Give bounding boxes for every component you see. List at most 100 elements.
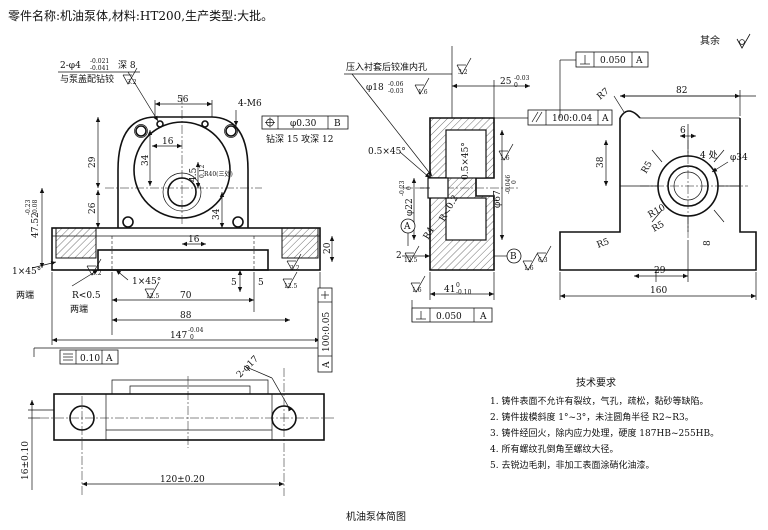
figure-caption: 机油泵体简图 (346, 510, 406, 523)
requirement-3: 3. 铸件经回火，除内应力处理，硬度 187HB~255HB。 (490, 427, 719, 439)
dim-4-5: 4.5 (189, 167, 199, 182)
dim-38: 38 (596, 156, 606, 168)
dim-56: 56 (177, 95, 189, 105)
dim-20: 20 (323, 242, 333, 254)
dim-5-b: 5 (258, 278, 264, 288)
both-ends-2: 两端 (70, 303, 88, 315)
ra-boss-value: 3.2 (290, 265, 300, 272)
position-tol-value: φ0.30 (290, 119, 317, 129)
surface-note: 其余 (700, 34, 720, 47)
perp-section-value: 0.050 (436, 312, 462, 322)
dim-2: 2 (396, 251, 402, 261)
holes-2-phi17: 2-φ17 (235, 354, 261, 380)
bore-22-up: -0.23 (399, 180, 406, 196)
bore-22: φ22 (405, 198, 415, 216)
dim-41: 41 (444, 285, 455, 295)
ra-base-right-value: 12.5 (284, 283, 298, 290)
dim-5-a: 5 (231, 278, 237, 288)
pin-hole-tol-up: -0.021 (90, 58, 109, 65)
perp-value: 100:0.05 (322, 311, 332, 352)
dim-147-tol-up: -0.04 (188, 327, 204, 334)
dim-82: 82 (676, 86, 687, 96)
dim-70: 70 (180, 291, 192, 301)
r7: R7 (596, 86, 612, 102)
dim-47-52-tol-dn: -0.08 (32, 199, 39, 215)
dim-29-side: 29 (654, 266, 666, 276)
bore-67: φ67 (493, 190, 503, 208)
ra-pin-value: 3.2 (127, 79, 137, 86)
position-tol-datum: B (334, 119, 341, 129)
perp-section-datum: A (479, 312, 487, 322)
requirements-title: 技术要求 (576, 376, 616, 389)
perp-datum: A (322, 361, 332, 369)
flatness-datum: A (105, 354, 113, 364)
four-places: 4 处 (700, 149, 718, 161)
datum-b-marker (494, 248, 522, 264)
dim-47-52: 47.52 (31, 212, 41, 238)
ra-right-value: 1.6 (524, 265, 534, 272)
phi-34: φ34 (730, 153, 748, 163)
pin-hole-tol-dn: -0.041 (90, 65, 109, 72)
perpendicularity-frame-vertical (317, 287, 333, 373)
section-view: 压入衬套后铰准内孔 φ18 -0.06 -0.03 1.6 3.2 25 -0.… (344, 46, 613, 323)
perp-side-value: 0.050 (600, 56, 626, 66)
side-view: 0.050 A R7 82 6 4 处 38 R5 φ34 R10 R5 R5 … (536, 51, 757, 300)
dim-25: 25 (500, 77, 512, 87)
requirement-5: 5. 去锐边毛刺，非加工表面涂硝化油漆。 (490, 459, 654, 471)
flatness-tolerance-frame (33, 347, 320, 365)
chamfer-b: 0.5×45° (461, 142, 471, 180)
dim-29: 29 (88, 156, 98, 168)
r5-a: R5 (640, 159, 655, 175)
flatness-value: 0.10 (80, 354, 100, 364)
m6-depth-note: 钻深 15 攻深 12 (266, 133, 334, 145)
dim-25-dn: 0 (514, 82, 518, 89)
requirement-2: 2. 铸件拔模斜度 1°~3°，未注圆角半径 R2~R3。 (490, 411, 694, 423)
m6-note: 4-M6 (238, 99, 262, 109)
chamfer-right: 1×45° (132, 277, 161, 287)
ra-side-value: 6.3 (538, 257, 548, 264)
both-ends-1: 两端 (16, 289, 34, 301)
bore-22-dn: 0 (406, 186, 413, 190)
dim-88: 88 (180, 311, 192, 321)
r40-note: R40(三处) (204, 170, 233, 178)
dim-26: 26 (88, 202, 98, 214)
front-view: 56 16 29 26 47.52 -0.23 -0.08 34 4.5 0.1… (12, 58, 349, 373)
dim-16-top: 16 (162, 137, 174, 147)
dim-41-dn: -0.10 (456, 289, 472, 296)
parallelism-value: 100:0.04 (552, 114, 593, 124)
dim-16-pm: 16±0.10 (21, 441, 31, 480)
dim-147: 147 (170, 331, 187, 341)
ra-base-mid-value: 12.5 (146, 293, 160, 300)
depth-8-note: 深 8 (118, 60, 136, 71)
parallelism-frame (494, 109, 613, 126)
r05-note: R<0.5 (72, 291, 101, 301)
ra-face-value: 1.6 (412, 287, 422, 294)
rest-roughness-symbol (736, 33, 751, 49)
perp-side-datum: A (635, 56, 643, 66)
ra-base-left-value: 3.2 (92, 270, 102, 277)
datum-b-label: B (510, 252, 517, 262)
chamfer-a: 0.5×45° (368, 147, 406, 157)
position-tolerance-frame (261, 115, 349, 130)
parallelism-datum: A (601, 114, 609, 124)
dim-147-tol-dn: 0 (190, 334, 194, 341)
perpendicularity-frame-side (559, 51, 649, 118)
ra-bore-18-value: 1.6 (418, 89, 428, 96)
dim-16-bottom: 16 (188, 235, 200, 245)
r5-c: R5 (596, 237, 611, 251)
top-view: 2-φ17 16±0.10 120±0.20 (21, 354, 336, 496)
bore-67-up: -0.046 (505, 175, 512, 194)
requirement-4: 4. 所有螺纹孔倒角至螺纹大径。 (490, 443, 618, 455)
press-in-note: 压入衬套后铰准内孔 (346, 61, 427, 73)
dim-47-52-tol-up: -0.23 (25, 199, 32, 215)
chamfer-left: 1×45° (12, 267, 41, 277)
ra-top-value: 3.2 (458, 69, 468, 76)
r5-b: R5 (651, 220, 667, 235)
dim-6: 6 (680, 126, 686, 136)
ra-bottom-value: 12.5 (404, 257, 418, 264)
dim-120-pm: 120±0.20 (160, 475, 205, 485)
datum-a-label: A (403, 222, 411, 232)
pin-drill-note: 与泵盖配钻铰 (60, 73, 114, 85)
dim-0-12: 0.12 (199, 164, 206, 178)
